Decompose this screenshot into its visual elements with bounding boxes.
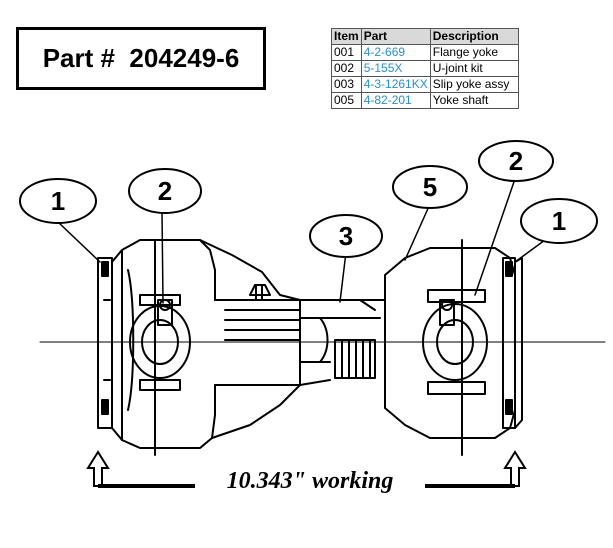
- part-number-box: Part # 204249-6: [16, 27, 266, 90]
- table-row: 002 5-155X U-joint kit: [331, 60, 519, 77]
- left-u-joint: [121, 239, 216, 456]
- callout-label: 2: [158, 176, 172, 206]
- callout-2-left: [128, 168, 202, 214]
- callout-label: 1: [552, 206, 566, 236]
- left-arrow-icon: [86, 450, 110, 487]
- callout-2-right: [478, 140, 554, 182]
- column-header-part: Part: [360, 28, 431, 45]
- description-cell: Flange yoke: [429, 44, 519, 61]
- callout-label: 2: [509, 146, 523, 176]
- dimension-line: 10.343" working: [86, 450, 527, 494]
- parts-table: Item Part Description 001 4-2-669 Flange…: [331, 28, 519, 109]
- item-cell: 005: [331, 92, 362, 109]
- dimension-label: 10.343" working: [227, 468, 394, 494]
- callout-1-right: [520, 198, 598, 244]
- column-header-description: Description: [429, 28, 519, 45]
- callout-label: 1: [51, 186, 65, 216]
- right-flange-yoke: [502, 257, 523, 429]
- item-cell: 003: [331, 76, 362, 93]
- part-link[interactable]: 4-82-201: [360, 92, 431, 109]
- part-number-label: Part #: [42, 43, 115, 73]
- left-flange-yoke: [97, 249, 123, 441]
- callout-leaders: [57, 175, 546, 304]
- callout-3: [309, 214, 383, 258]
- callout-label: 3: [339, 221, 353, 251]
- table-row: 003 4-3-1261KX Slip yoke assy: [331, 76, 519, 93]
- callout-1-left: [19, 178, 97, 224]
- table-row: 005 4-82-201 Yoke shaft: [331, 92, 519, 109]
- callout-5: [392, 165, 468, 209]
- table-header-row: Item Part Description: [331, 28, 519, 45]
- description-cell: Yoke shaft: [429, 92, 519, 109]
- part-link[interactable]: 4-3-1261KX: [360, 76, 431, 93]
- callout-label: 5: [423, 172, 437, 202]
- table-row: 001 4-2-669 Flange yoke: [331, 44, 519, 61]
- item-cell: 002: [331, 60, 362, 77]
- yoke-shaft: [329, 299, 386, 379]
- part-number-value: 204249-6: [129, 43, 240, 73]
- right-arrow-icon: [503, 450, 527, 487]
- right-u-joint: [384, 239, 516, 456]
